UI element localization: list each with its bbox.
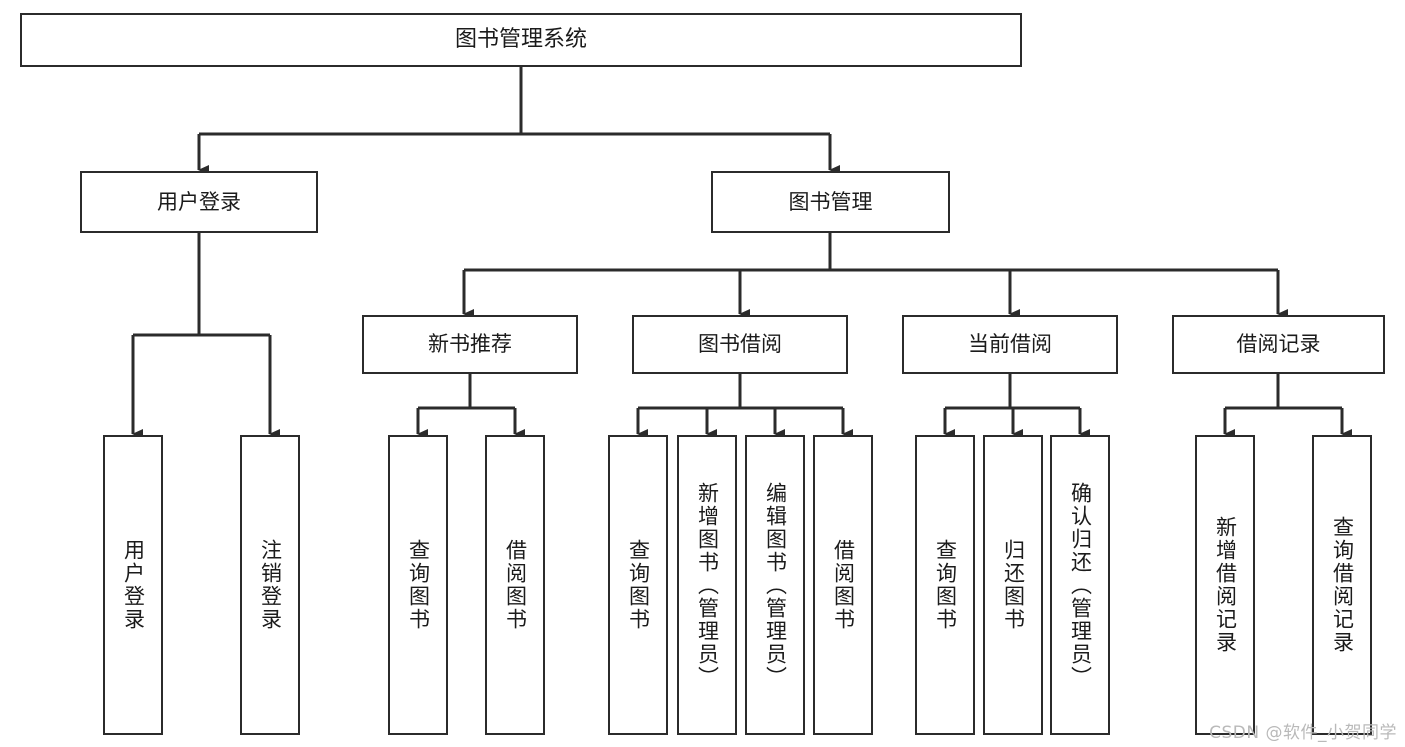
node-leaf-query-record-label: 查询借阅记录	[1330, 516, 1355, 654]
node-leaf-add-book[interactable]: 新增图书（管理员）	[677, 435, 737, 735]
node-leaf-query-book-1-label: 查询图书	[406, 539, 431, 631]
node-leaf-add-record-label: 新增借阅记录	[1213, 516, 1238, 654]
node-new-book-recommend-label: 新书推荐	[428, 332, 512, 357]
node-root-图书管理系统[interactable]: 图书管理系统	[20, 13, 1022, 67]
node-leaf-return-book-label: 归还图书	[1001, 539, 1026, 631]
node-leaf-add-record[interactable]: 新增借阅记录	[1195, 435, 1255, 735]
node-leaf-query-record[interactable]: 查询借阅记录	[1312, 435, 1372, 735]
node-leaf-borrow-book-1[interactable]: 借阅图书	[485, 435, 545, 735]
node-current-borrow-label: 当前借阅	[968, 332, 1052, 357]
node-new-book-recommend[interactable]: 新书推荐	[362, 315, 578, 374]
node-book-manage-label: 图书管理	[788, 189, 873, 214]
node-leaf-borrow-book-2[interactable]: 借阅图书	[813, 435, 873, 735]
node-leaf-borrow-book-2-label: 借阅图书	[831, 539, 856, 631]
node-user-login[interactable]: 用户登录	[80, 171, 318, 233]
node-leaf-borrow-book-1-label: 借阅图书	[503, 539, 528, 631]
node-leaf-edit-book-label: 编辑图书（管理员）	[763, 481, 788, 689]
node-leaf-add-book-label: 新增图书（管理员）	[695, 481, 720, 689]
node-leaf-confirm-return[interactable]: 确认归还（管理员）	[1050, 435, 1110, 735]
node-leaf-return-book[interactable]: 归还图书	[983, 435, 1043, 735]
connector-layer	[131, 67, 1352, 439]
node-leaf-confirm-return-label: 确认归还（管理员）	[1068, 481, 1093, 689]
node-leaf-query-book-1[interactable]: 查询图书	[388, 435, 448, 735]
node-leaf-user-logout-label: 注销登录	[258, 539, 283, 631]
node-book-borrow[interactable]: 图书借阅	[632, 315, 848, 374]
node-user-login-label: 用户登录	[157, 189, 241, 214]
node-leaf-edit-book[interactable]: 编辑图书（管理员）	[745, 435, 805, 735]
node-leaf-user-logout[interactable]: 注销登录	[240, 435, 300, 735]
node-borrow-record-label: 借阅记录	[1236, 332, 1321, 357]
node-leaf-query-book-3-label: 查询图书	[933, 539, 958, 631]
node-leaf-query-book-2[interactable]: 查询图书	[608, 435, 668, 735]
node-leaf-user-login-label: 用户登录	[121, 539, 146, 631]
node-current-borrow[interactable]: 当前借阅	[902, 315, 1118, 374]
node-leaf-query-book-3[interactable]: 查询图书	[915, 435, 975, 735]
node-borrow-record[interactable]: 借阅记录	[1172, 315, 1385, 374]
node-book-borrow-label: 图书借阅	[698, 332, 782, 357]
node-root-图书管理系统-label: 图书管理系统	[454, 27, 587, 53]
node-leaf-query-book-2-label: 查询图书	[626, 539, 651, 631]
node-leaf-user-login[interactable]: 用户登录	[103, 435, 163, 735]
node-book-manage[interactable]: 图书管理	[711, 171, 950, 233]
